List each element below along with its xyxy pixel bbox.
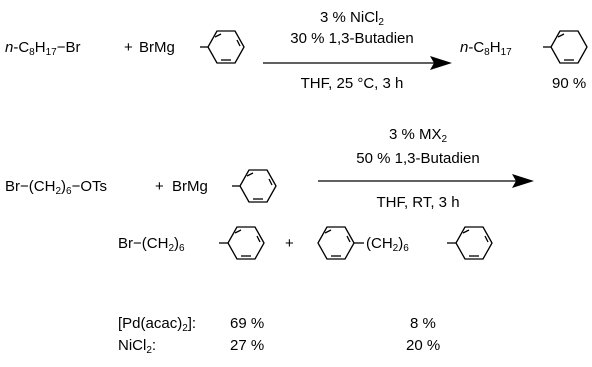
benzene-ring-icon [227, 226, 265, 260]
product-label: n-C8H17 [460, 39, 512, 58]
additive-label: 30 % 1,3-Butadien [290, 30, 414, 47]
product-2-chain-label: (CH2)6 [366, 235, 409, 254]
yield-label: 90 % [552, 75, 587, 92]
benzene-ring-icon [207, 30, 245, 64]
catalyst-row-label: NiCl2: [118, 337, 157, 356]
conditions-label: THF, RT, 3 h [376, 194, 460, 211]
yield-value: 27 % [230, 337, 265, 354]
reactant-2-label: Br−(CH2)6−OTs [5, 178, 107, 197]
yield-value: 69 % [230, 315, 265, 332]
benzene-ring-icon [239, 169, 277, 203]
grignard-label: BrMg [139, 39, 175, 56]
benzene-ring-icon [455, 226, 493, 260]
catalyst-label: 3 % NiCl2 [320, 9, 384, 28]
arrowhead-icon [512, 174, 534, 188]
plus-sign: + [155, 178, 164, 195]
product-1-label: Br−(CH2)6 [118, 235, 185, 254]
catalyst-row-label: [Pd(acac)2]: [118, 315, 197, 334]
additive-label: 50 % 1,3-Butadien [356, 150, 480, 167]
benzene-ring-icon [550, 30, 588, 64]
plus-sign: + [124, 39, 133, 56]
plus-sign: + [285, 235, 294, 252]
conditions-label: THF, 25 °C, 3 h [300, 75, 404, 92]
yield-value: 8 % [410, 315, 436, 332]
arrowhead-icon [430, 56, 452, 70]
yield-value: 20 % [406, 337, 441, 354]
benzene-ring-icon [317, 226, 355, 260]
catalyst-label: 3 % MX2 [388, 126, 448, 145]
grignard-label: BrMg [172, 178, 208, 195]
reactant-1-label: n-C8H17−Br [5, 39, 81, 58]
